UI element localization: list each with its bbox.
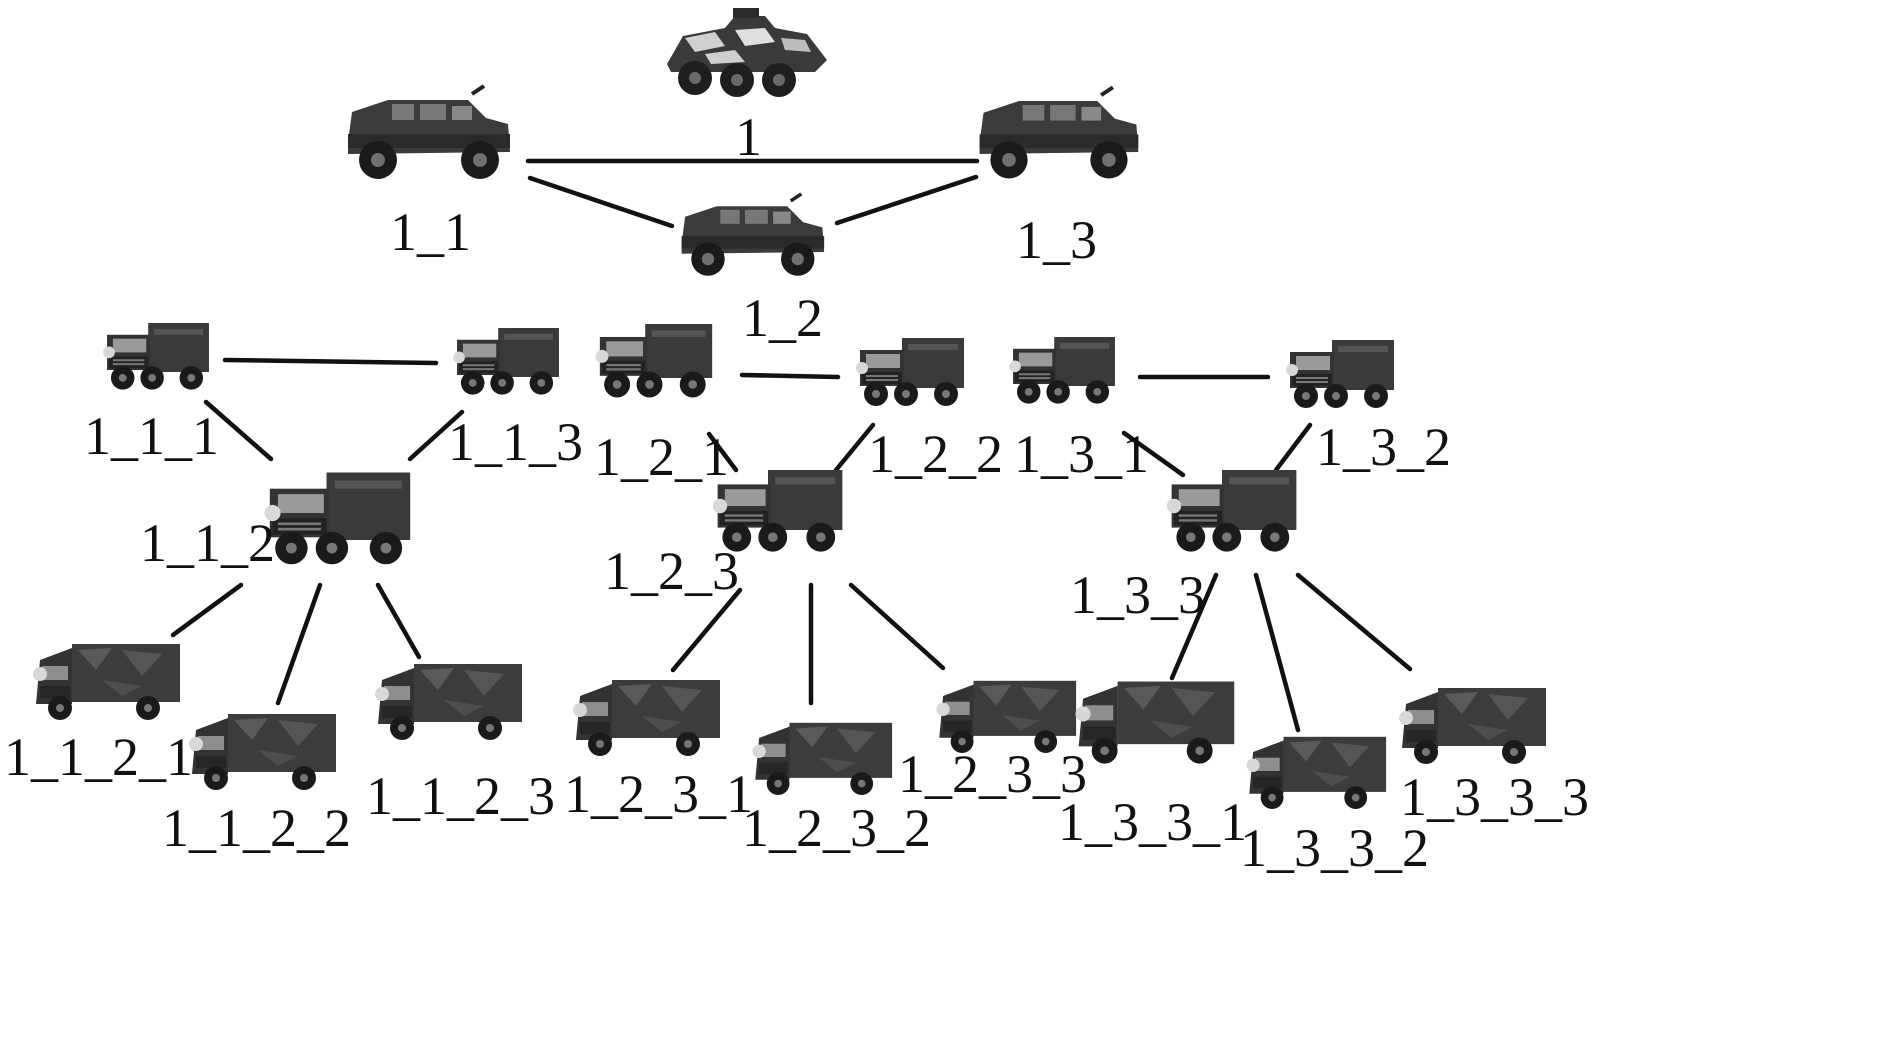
node-label-1_3: 1_3	[1016, 210, 1097, 270]
node-label-1: 1	[735, 107, 762, 167]
node-label-1_3_3: 1_3_3	[1070, 565, 1205, 625]
node-label-1_3_3_1: 1_3_3_1	[1058, 792, 1247, 852]
link-1_3_3-1_3_3_3	[1295, 572, 1413, 672]
node-label-1_3_3_2: 1_3_3_2	[1240, 818, 1429, 878]
node-label-1_1_3: 1_1_3	[448, 412, 583, 472]
link-1_2-1_3	[834, 174, 979, 226]
link-1_1_1-1_1_2	[203, 399, 274, 462]
camouflage-box-truck-icon	[1399, 688, 1546, 764]
military-cab-truck-icon	[102, 322, 210, 391]
node-label-1_2_2: 1_2_2	[868, 424, 1003, 484]
link-1_2_1-1_2_2	[739, 372, 841, 380]
vehicles	[33, 8, 1546, 809]
camouflage-box-truck-icon	[573, 680, 720, 756]
link-1_2_1-1_2_3	[706, 431, 739, 473]
node-label-1_1_2_2: 1_1_2_2	[162, 798, 351, 858]
camouflage-box-truck-icon	[936, 680, 1077, 753]
military-cab-truck-icon	[452, 327, 560, 396]
military-cab-truck-icon	[711, 468, 844, 553]
link-1_1_2-1_1_2_2	[275, 582, 323, 706]
link-1_1-1_2	[527, 175, 675, 229]
military-cab-truck-icon	[263, 471, 412, 566]
link-1_3_2-1_3_3	[1273, 422, 1313, 473]
camouflage-box-truck-icon	[189, 714, 336, 790]
node-label-1_2_3: 1_2_3	[604, 541, 739, 601]
network-links	[170, 158, 1413, 733]
node-label-1_3_2: 1_3_2	[1316, 417, 1451, 477]
camouflage-box-truck-icon	[33, 644, 180, 720]
armored-personnel-carrier-icon	[667, 8, 827, 97]
camouflage-box-truck-icon	[1246, 736, 1387, 809]
camouflage-box-truck-icon	[752, 722, 893, 795]
humvee-icon	[679, 192, 826, 278]
military-cab-truck-icon	[855, 337, 965, 407]
military-cab-truck-icon	[1008, 336, 1116, 405]
node-labels: 1 1_1 1_2 1_3 1_1_1 1_1_3 1_2_1 1_2_2 1_…	[4, 107, 1589, 878]
link-1_1_3-1_1_2	[407, 409, 465, 462]
node-label-1_2: 1_2	[742, 288, 823, 348]
link-1_1_2-1_1_2_1	[170, 582, 244, 638]
link-1_2_3-1_2_3_3	[848, 582, 946, 671]
link-1_1_2-1_1_2_3	[375, 582, 422, 660]
link-1_3_3-1_3_3_1	[1169, 572, 1219, 681]
humvee-icon	[977, 85, 1141, 181]
node-label-1_1_2_1: 1_1_2_1	[4, 727, 193, 787]
link-1_2_3-1_2_3_1	[670, 587, 743, 673]
military-cab-truck-icon	[594, 322, 714, 399]
node-label-1_3_1: 1_3_1	[1014, 424, 1149, 484]
link-1_3_1-1_3_3	[1121, 430, 1186, 478]
link-1_2_2-1_2_3	[833, 422, 876, 473]
node-label-1_1_2_3: 1_1_2_3	[366, 766, 555, 826]
node-label-1_2_3_3: 1_2_3_3	[898, 744, 1087, 804]
military-cab-truck-icon	[1285, 339, 1395, 409]
node-label-1_3_3_3: 1_3_3_3	[1400, 767, 1589, 827]
node-label-1_1_2: 1_1_2	[140, 513, 275, 573]
node-label-1_1: 1_1	[390, 202, 471, 262]
camouflage-box-truck-icon	[375, 664, 522, 740]
camouflage-box-truck-icon	[1075, 681, 1235, 764]
node-label-1_2_3_1: 1_2_3_1	[564, 764, 753, 824]
military-cab-truck-icon	[1165, 468, 1298, 553]
humvee-icon	[346, 84, 512, 181]
link-1_3_3-1_3_3_2	[1253, 572, 1301, 733]
node-label-1_2_1: 1_2_1	[594, 427, 729, 487]
link-1_1_1-1_1_3	[222, 357, 439, 366]
node-label-1_2_3_2: 1_2_3_2	[742, 798, 931, 858]
node-label-1_1_1: 1_1_1	[84, 406, 219, 466]
